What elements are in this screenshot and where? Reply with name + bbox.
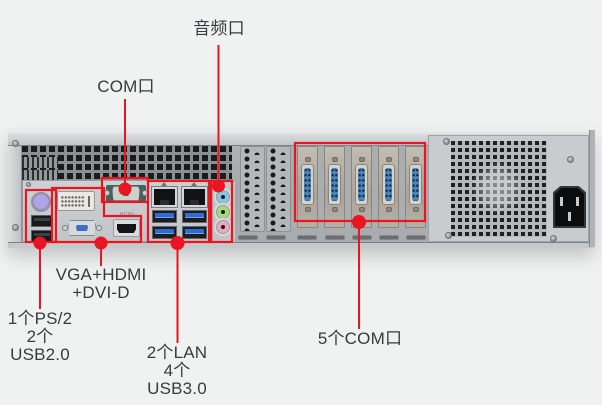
- slot-cutout: [352, 235, 372, 240]
- com-expansion-bracket: [378, 146, 399, 228]
- psu-fan: [468, 158, 528, 218]
- audio-jack-mic: [216, 220, 230, 234]
- slot-cutout: [266, 235, 286, 240]
- io-screw: [26, 182, 31, 187]
- db9-com-connector: [382, 164, 395, 205]
- callout-label-ps2-line2: 2个USB2.0: [10, 327, 70, 364]
- usb3-port: [152, 210, 177, 223]
- callout-label-com5: 5个COM口: [317, 329, 403, 348]
- com-expansion-bracket: [297, 146, 318, 228]
- psu-screw: [445, 232, 452, 239]
- usb3-port: [182, 226, 207, 239]
- vga-port: [62, 219, 102, 237]
- callout-label-lan-line2: 4个USB3.0: [147, 361, 207, 398]
- usb2-port: [31, 215, 53, 227]
- chassis-left-edge: [8, 130, 22, 247]
- hdmi-port: [113, 219, 140, 237]
- db9-com-connector: [409, 164, 422, 205]
- db9-com-connector: [355, 164, 368, 205]
- com-expansion-bracket: [324, 146, 345, 228]
- usb3-port: [182, 210, 207, 223]
- audio-jack-bracket: [212, 182, 235, 242]
- chassis-screw: [12, 140, 19, 147]
- chassis-rear-panel: HDMI: [8, 130, 595, 248]
- callout-label-video: VGA+HDMI +DVI-D: [41, 266, 161, 302]
- left-vent-slits: [22, 170, 58, 181]
- db9-com-connector: [301, 164, 314, 205]
- ac-power-inlet: [553, 186, 586, 228]
- com-port-onboard: [104, 185, 148, 202]
- slot-cutout: [325, 235, 345, 240]
- lan-port: [151, 186, 178, 208]
- power-supply-unit: [428, 135, 589, 242]
- callout-label-video-line1: VGA+HDMI: [55, 265, 147, 284]
- vga-screw: [62, 225, 68, 231]
- com-expansion-bracket: [351, 146, 372, 228]
- slot-cutout: [238, 235, 258, 240]
- slot-cutout: [297, 235, 317, 240]
- callout-label-com: COM口: [97, 77, 155, 96]
- psu-screw: [567, 156, 574, 163]
- callout-label-lan-usb3: 2个LAN 4个USB3.0: [136, 344, 218, 398]
- chassis-bottom-lip: [8, 242, 594, 248]
- expansion-slot-area: [292, 146, 430, 228]
- motherboard-io-shield: HDMI: [22, 180, 235, 242]
- slot-cutout: [406, 235, 426, 240]
- callout-label-ps2-usb: 1个PS/2 2个USB2.0: [0, 310, 81, 364]
- usb3-port: [152, 226, 177, 239]
- chassis-screw: [12, 224, 19, 231]
- slot-cutout: [379, 235, 399, 240]
- callout-label-lan-line1: 2个LAN: [146, 343, 208, 362]
- com-screw: [142, 190, 148, 196]
- middle-vent-panel: [266, 146, 291, 232]
- audio-jack-line-out: [216, 205, 230, 219]
- left-vent-slits: [22, 157, 58, 168]
- psu-screw: [443, 138, 450, 145]
- psu-screw: [550, 235, 557, 242]
- middle-vent-panel: [240, 146, 265, 232]
- callout-label-audio: 音频口: [193, 19, 245, 38]
- dvi-d-port: [57, 191, 95, 211]
- vga-screw: [96, 225, 102, 231]
- audio-jack-line-in: [216, 190, 230, 204]
- lan-indicator: [191, 182, 197, 186]
- chassis-right-edge: [589, 130, 595, 247]
- callout-label-video-line2: +DVI-D: [72, 283, 130, 302]
- com-expansion-bracket: [405, 146, 426, 228]
- hdmi-print-label: HDMI: [119, 212, 135, 218]
- lan-port: [181, 186, 208, 208]
- db9-com-connector: [328, 164, 341, 205]
- usb2-port: [31, 230, 53, 242]
- com-screw: [104, 190, 110, 196]
- lan-indicator: [161, 182, 167, 186]
- ps2-port: [31, 192, 51, 212]
- callout-label-ps2-line1: 1个PS/2: [7, 309, 73, 328]
